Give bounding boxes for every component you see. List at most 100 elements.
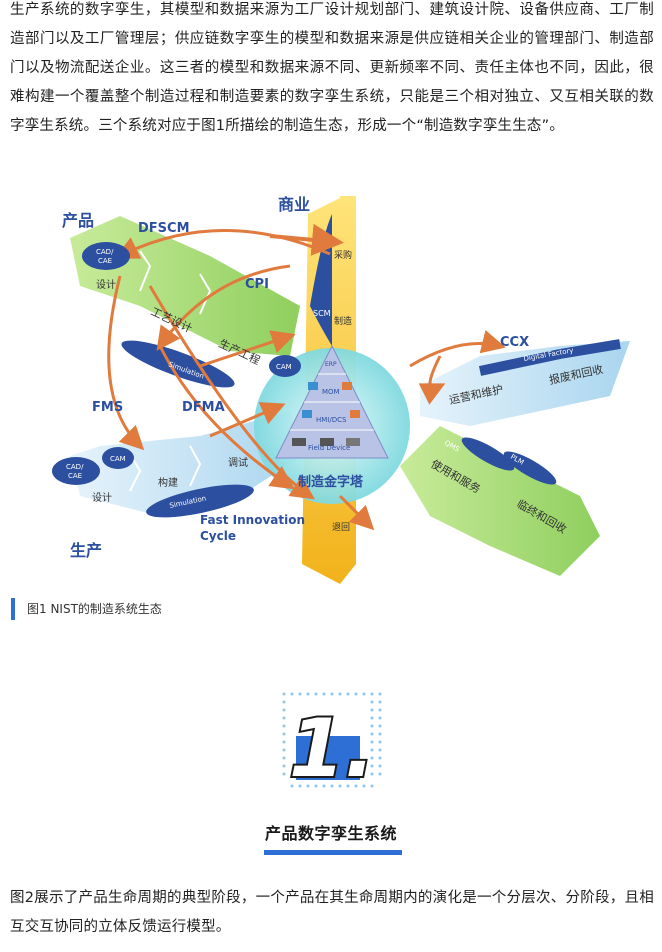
figure-shape	[139, 250, 152, 292]
figure-caption: 图1 NIST的制造系统生态	[11, 598, 162, 620]
figure-shape	[189, 445, 202, 487]
figure-label: Field Device	[308, 444, 350, 452]
figure-shape	[282, 692, 286, 696]
figure-shape	[346, 692, 350, 696]
figure-shape	[298, 692, 302, 696]
figure-shape	[282, 700, 286, 704]
figure-shape	[330, 692, 334, 696]
figure-shape	[370, 740, 374, 744]
label-return: 退回	[332, 522, 350, 533]
figure-shape	[314, 784, 318, 788]
figure-shape	[354, 784, 358, 788]
figure-shape	[346, 438, 360, 446]
figure-shape	[362, 784, 366, 788]
figure-shape	[282, 772, 286, 776]
label-dfscm: DFSCM	[138, 221, 190, 236]
figure-shape	[308, 382, 318, 390]
label-pyramid: 制造金字塔	[298, 474, 364, 490]
figure-shape	[378, 748, 382, 752]
figure-label: CAE	[68, 472, 82, 480]
body-paragraph-2: 图2展示了产品生命周期的典型阶段，一个产品在其生命周期内的演化是一个分层次、分阶…	[10, 890, 654, 935]
figure-shape	[378, 724, 382, 728]
figure-shape	[114, 229, 331, 259]
nist-ecosystem-figure: 产品 商业 生产 DFSCM CPI CCX FMS DFMA Fast Inn…	[52, 196, 630, 584]
label-commerce: 商业	[278, 196, 310, 214]
figure-shape	[378, 740, 382, 744]
figure-shape	[330, 784, 334, 788]
label-product: 产品	[62, 211, 94, 230]
figure-shape	[370, 716, 374, 720]
figure-label: HMI/DCS	[316, 416, 347, 424]
figure-shape	[362, 692, 366, 696]
figure-shape	[378, 700, 382, 704]
figure-shape	[478, 339, 621, 376]
figure-label: CAM	[110, 455, 126, 463]
figure-shape	[350, 410, 360, 418]
label-scm: SCM	[313, 309, 331, 318]
figure-shape	[378, 764, 382, 768]
label-purchase: 采购	[334, 249, 352, 261]
label-fast-innovation: Fast Innovation	[200, 513, 305, 527]
section-title: 产品数字孪生系统	[264, 824, 397, 843]
figure-shape	[282, 724, 286, 728]
figure-shape	[282, 732, 286, 736]
figure-shape	[378, 732, 382, 736]
figure-shape	[370, 756, 374, 760]
figure-shape	[378, 756, 382, 760]
figure-shape	[82, 242, 130, 270]
label-production: 生产	[70, 541, 102, 560]
figure-shape	[292, 438, 306, 446]
label-cycle: Cycle	[200, 529, 236, 543]
figure-shape	[107, 275, 145, 451]
figure-label: CAD/	[96, 248, 114, 256]
label-design2: 设计	[92, 491, 112, 504]
operations-band	[420, 341, 630, 426]
figure-shape	[322, 784, 326, 788]
intro-paragraph: 生产系统的数字孪生，其模型和数据来源为工厂设计规划部门、建筑设计院、设备供应商、…	[10, 2, 654, 134]
figure-shape	[302, 410, 312, 418]
figure-shape	[409, 329, 506, 368]
figure-shape	[378, 708, 382, 712]
figure-shape	[503, 451, 557, 485]
figure-shape	[418, 355, 446, 405]
figure-shape	[298, 784, 302, 788]
figure-shape	[370, 724, 374, 728]
label-build: 构建	[158, 476, 178, 489]
label-fms: FMS	[92, 400, 123, 415]
figure-shape	[370, 700, 374, 704]
figure-shape	[282, 716, 286, 720]
figure-shape	[290, 692, 294, 696]
figure-shape	[282, 756, 286, 760]
figure-shape	[156, 264, 291, 351]
figure-shape	[52, 457, 100, 485]
badge-blue-block	[296, 736, 360, 780]
label-manufacture: 制造	[334, 315, 352, 327]
figure-shape	[282, 708, 286, 712]
figure-shape	[158, 345, 295, 490]
label-dfma: DFMA	[182, 400, 225, 415]
figure-shape	[209, 402, 286, 438]
lifecycle-band	[400, 426, 600, 576]
figure-shape	[370, 692, 374, 696]
figure-label: CAM	[276, 363, 292, 371]
figure-shape	[102, 447, 134, 469]
figure-shape	[378, 716, 382, 720]
figure-shape	[338, 784, 342, 788]
label-ccx: CCX	[500, 335, 529, 350]
figure-shape	[282, 748, 286, 752]
figure-shape	[346, 784, 350, 788]
figure-shape	[370, 772, 374, 776]
figure-shape	[461, 437, 515, 471]
figure-label: ERP	[325, 361, 337, 368]
figure-shape	[269, 223, 344, 256]
figure-shape	[282, 764, 286, 768]
section-number-badge: 1.	[282, 692, 382, 796]
label-design1: 设计	[96, 278, 116, 291]
figure-shape	[306, 784, 310, 788]
figure-shape	[338, 494, 375, 531]
figure-label: CAD/	[66, 463, 84, 471]
figure-shape	[146, 484, 254, 518]
figure-shape	[320, 438, 334, 446]
figure-label: MOM	[322, 388, 340, 396]
figure-shape	[342, 382, 352, 390]
